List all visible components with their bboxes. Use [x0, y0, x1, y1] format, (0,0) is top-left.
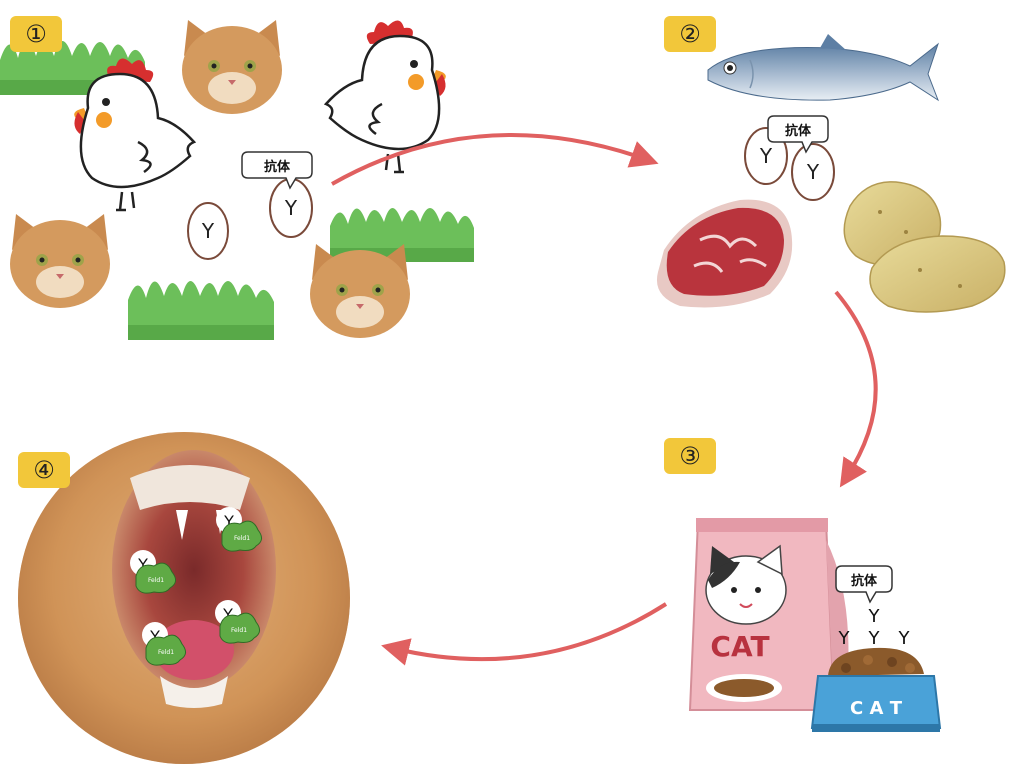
cat-face-icon	[10, 214, 110, 308]
potato-icon	[869, 235, 1006, 313]
step3-scene: CAT C A T 抗体 Y Y Y Y	[688, 518, 942, 732]
antibody-symbol: Y	[898, 628, 911, 649]
antibody-symbol: Y	[868, 628, 881, 649]
cycle-arrow	[331, 133, 659, 186]
antibody-label: 抗体	[264, 159, 291, 175]
antibody-allergen-complex: Y Feld1	[142, 622, 186, 666]
cat-food-bowl-icon: C A T	[810, 647, 942, 732]
step-badge-1: ①	[10, 16, 62, 52]
antibody-symbol: Y	[223, 512, 234, 531]
antibody-allergen-complex: Y Feld1	[216, 507, 262, 552]
antibody-egg-icon: Y	[791, 143, 835, 201]
step-badge-3: ③	[664, 438, 716, 474]
allergen-label: Feld1	[148, 577, 164, 584]
bowl-label: C A T	[850, 698, 903, 719]
allergen-label: Feld1	[234, 535, 250, 542]
cycle-arrow	[834, 290, 878, 488]
fish-icon	[707, 34, 940, 102]
antibody-label: 抗体	[851, 573, 878, 589]
antibody-symbol: Y	[284, 196, 298, 220]
meat-icon	[656, 199, 793, 308]
antibody-symbol: Y	[222, 605, 233, 624]
chicken-icon	[323, 20, 446, 174]
antibody-symbol: Y	[759, 144, 773, 168]
step4-scene: Y Feld1 Y Feld1 Y Feld1 Y Feld1	[18, 432, 350, 764]
antibody-symbol: Y	[201, 219, 215, 243]
grass-icon	[128, 281, 274, 340]
cat-food-bag-icon: CAT	[688, 518, 849, 711]
cat-face-icon	[310, 244, 410, 338]
antibody-callout: 抗体	[767, 115, 829, 154]
step-badge-4: ④	[18, 452, 70, 488]
antibody-callout: 抗体	[835, 565, 893, 604]
antibody-egg-icon: Y	[187, 202, 229, 260]
antibody-symbol: Y	[806, 160, 820, 184]
bag-label: CAT	[710, 630, 769, 663]
antibody-callout: 抗体	[241, 151, 313, 190]
step2-scene: Y Y 抗体	[656, 34, 1006, 313]
antibody-symbol: Y	[149, 627, 160, 646]
cycle-arrow	[381, 602, 668, 666]
step1-scene: Y Y 抗体	[0, 20, 474, 340]
step-badge-2: ②	[664, 16, 716, 52]
allergen-label: Feld1	[158, 649, 174, 656]
antibody-label: 抗体	[785, 123, 812, 139]
chicken-icon	[74, 58, 197, 212]
antibody-allergen-complex: Y Feld1	[215, 600, 260, 644]
antibody-symbol: Y	[137, 555, 148, 574]
antibody-symbol: Y	[838, 628, 851, 649]
cat-face-icon	[182, 20, 282, 114]
allergen-label: Feld1	[231, 627, 247, 634]
antibody-symbol: Y	[868, 606, 881, 627]
antibody-allergen-complex: Y Feld1	[130, 550, 176, 594]
